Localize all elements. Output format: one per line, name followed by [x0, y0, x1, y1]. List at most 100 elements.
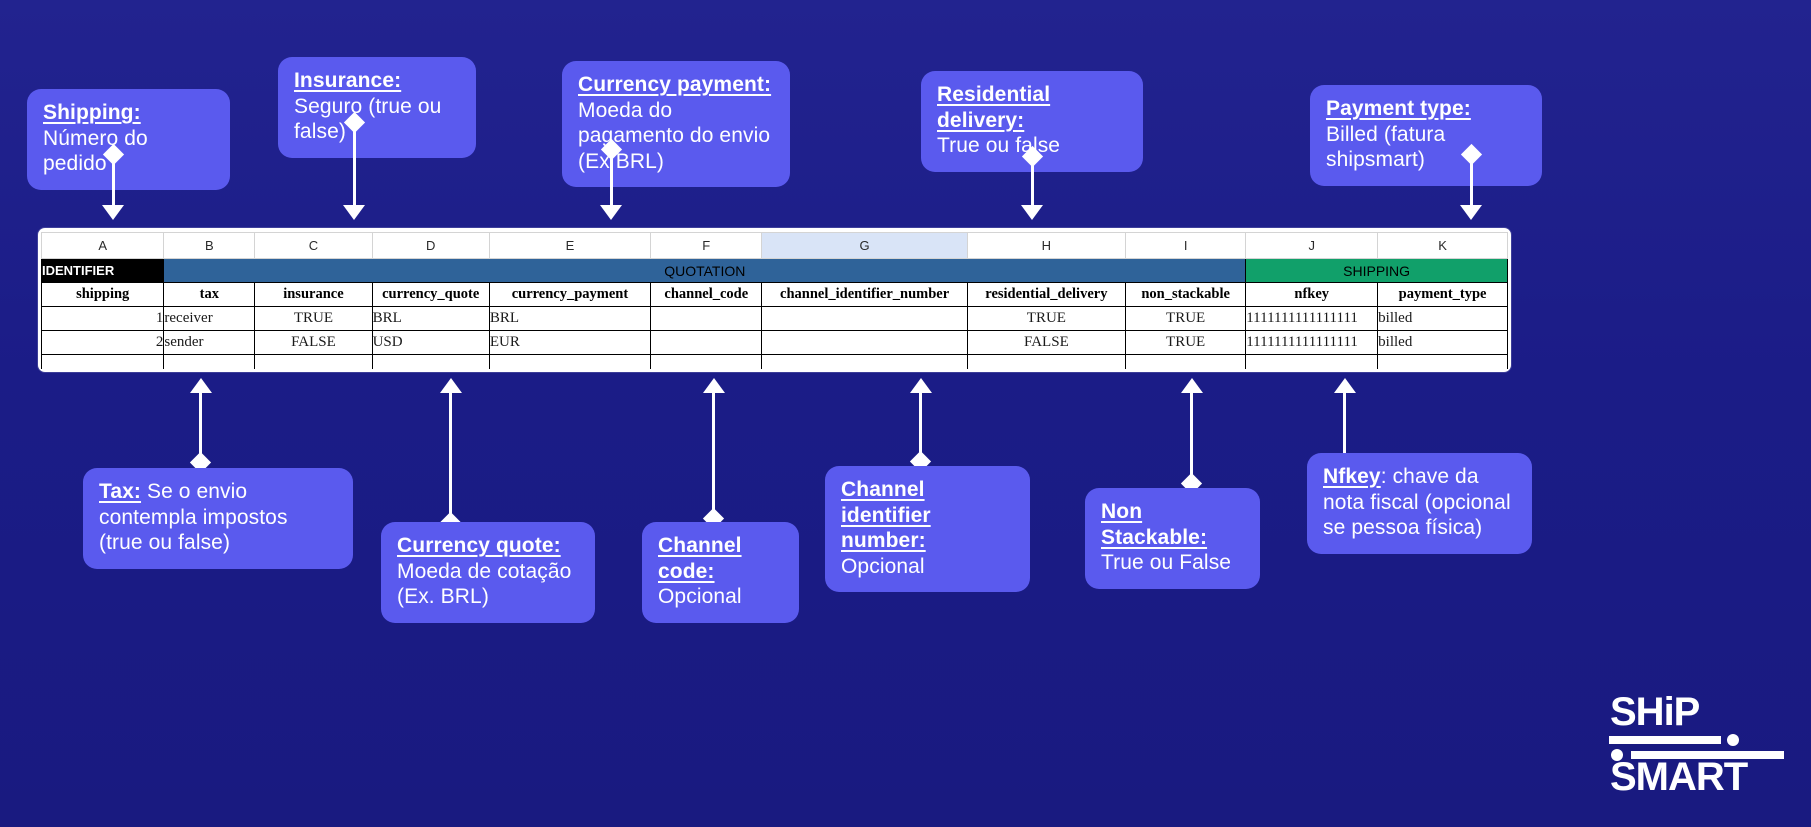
connector-arrow-shipping [102, 205, 124, 220]
column-header-h[interactable]: H [966, 232, 1127, 259]
cell-empty[interactable] [40, 354, 165, 369]
column-header-i[interactable]: I [1125, 232, 1247, 259]
column-header-f[interactable]: F [650, 232, 763, 259]
cell-r2-residential-delivery[interactable]: FALSE [966, 330, 1127, 355]
connector-arrow-channel-code [703, 378, 725, 393]
field-tax: tax [163, 282, 256, 307]
cell-r2-non-stackable[interactable]: TRUE [1125, 330, 1247, 355]
connector-arrow-residential-delivery [1021, 205, 1043, 220]
cell-r1-tax[interactable]: receiver [163, 306, 256, 331]
connector-line-tax [199, 392, 202, 466]
column-header-k[interactable]: K [1377, 232, 1508, 259]
cell-r2-insurance[interactable]: FALSE [254, 330, 373, 355]
cell-r2-payment-type[interactable]: billed [1377, 330, 1508, 355]
spreadsheet[interactable]: A B C D E F G H I J K IDENTIFIER QUOTATI… [38, 228, 1511, 372]
cell-empty[interactable] [1245, 354, 1379, 369]
callout-payment-type-label: Payment type: [1326, 97, 1471, 120]
cell-r1-nfkey[interactable]: 1111111111111111 [1245, 306, 1379, 331]
cell-r2-nfkey[interactable]: 1111111111111111 [1245, 330, 1379, 355]
callout-shipping-label: Shipping: [43, 101, 141, 124]
connector-line-nfkey [1343, 392, 1346, 468]
callout-currency-payment-label: Currency payment: [578, 73, 772, 96]
cell-r2-shipping[interactable]: 2 [40, 330, 165, 355]
column-header-a[interactable]: A [40, 232, 165, 259]
table-row[interactable]: 2 sender FALSE USD EUR FALSE TRUE 111111… [40, 330, 1508, 355]
table-row[interactable]: 1 receiver TRUE BRL BRL TRUE TRUE 111111… [40, 306, 1508, 331]
column-header-j[interactable]: J [1245, 232, 1379, 259]
connector-arrow-nfkey [1334, 378, 1356, 393]
callout-currency-payment-text: Moeda do pagamento do envio (Ex BRL) [578, 98, 771, 173]
cell-empty[interactable] [1377, 354, 1508, 369]
callout-currency-payment: Currency payment:Moeda do pagamento do e… [562, 61, 790, 188]
column-letter-row: A B C D E F G H I J K [40, 232, 1508, 259]
connector-line-channel-identifier-number [919, 392, 922, 465]
field-payment-type: payment_type [1377, 282, 1508, 307]
cell-empty[interactable] [650, 354, 763, 369]
callout-non-stackable-label: Non Stackable: [1101, 500, 1208, 549]
callout-insurance-text: Seguro (true ou false) [294, 94, 442, 144]
cell-r1-channel-identifier-number[interactable] [761, 306, 968, 331]
callout-nfkey-label: Nfkey [1323, 465, 1381, 488]
callout-shipping: Shipping: Número do pedido [27, 89, 230, 190]
field-currency-payment: currency_payment [488, 282, 652, 307]
cell-r1-payment-type[interactable]: billed [1377, 306, 1508, 331]
connector-line-payment-type [1470, 155, 1473, 207]
table-row-empty[interactable] [40, 354, 1508, 369]
cell-r1-shipping[interactable]: 1 [40, 306, 165, 331]
connector-arrow-currency-quote [440, 378, 462, 393]
field-residential-delivery: residential_delivery [966, 282, 1127, 307]
callout-currency-quote-text: Moeda de cotação (Ex. BRL) [397, 559, 572, 609]
callout-residential-delivery-label: Residential delivery: [937, 83, 1051, 132]
callout-channel-code-label: Channel code: [658, 534, 742, 583]
column-header-b[interactable]: B [163, 232, 256, 259]
column-header-g[interactable]: G [761, 232, 968, 259]
cell-r1-insurance[interactable]: TRUE [254, 306, 373, 331]
cell-r1-residential-delivery[interactable]: TRUE [966, 306, 1127, 331]
cell-empty[interactable] [163, 354, 256, 369]
cell-empty[interactable] [488, 354, 652, 369]
cell-empty[interactable] [761, 354, 968, 369]
connector-line-residential-delivery [1031, 157, 1034, 207]
column-header-c[interactable]: C [254, 232, 373, 259]
cell-r2-channel-code[interactable] [650, 330, 763, 355]
field-channel-identifier-number: channel_identifier_number [761, 282, 968, 307]
callout-insurance-label: Insurance: [294, 69, 402, 92]
cell-r1-currency-payment[interactable]: BRL [488, 306, 652, 331]
connector-line-shipping [112, 155, 115, 207]
shipsmart-logo: SHiP SMART [1609, 689, 1784, 799]
cell-r2-currency-payment[interactable]: EUR [488, 330, 652, 355]
field-name-row: shipping tax insurance currency_quote cu… [40, 282, 1508, 307]
field-currency-quote: currency_quote [371, 282, 490, 307]
band-row: IDENTIFIER QUOTATION SHIPPING [40, 258, 1508, 283]
cell-r1-channel-code[interactable] [650, 306, 763, 331]
connector-line-insurance [353, 123, 356, 207]
field-channel-code: channel_code [650, 282, 763, 307]
connector-line-channel-code [712, 392, 715, 521]
cell-r1-non-stackable[interactable]: TRUE [1125, 306, 1247, 331]
connector-line-currency-quote [449, 392, 452, 526]
callout-residential-delivery-text: True ou false [937, 134, 1061, 158]
cell-r1-currency-quote[interactable]: BRL [371, 306, 490, 331]
callout-nfkey: Nfkey: chave da nota fiscal (opcional se… [1307, 453, 1532, 554]
field-nfkey: nfkey [1245, 282, 1379, 307]
connector-arrow-non-stackable [1181, 378, 1203, 393]
callout-payment-type-text: Billed (fatura shipsmart) [1326, 122, 1446, 172]
cell-r2-currency-quote[interactable]: USD [371, 330, 490, 355]
column-header-d[interactable]: D [371, 232, 490, 259]
column-header-e[interactable]: E [488, 232, 652, 259]
svg-text:SHiP: SHiP [1610, 690, 1700, 734]
cell-r2-tax[interactable]: sender [163, 330, 256, 355]
band-quotation: QUOTATION [163, 258, 1247, 283]
field-shipping: shipping [40, 282, 165, 307]
cell-r2-channel-identifier-number[interactable] [761, 330, 968, 355]
cell-empty[interactable] [966, 354, 1127, 369]
cell-empty[interactable] [371, 354, 490, 369]
connector-line-currency-payment [610, 150, 613, 207]
cell-empty[interactable] [1125, 354, 1247, 369]
connector-line-non-stackable [1190, 392, 1193, 487]
cell-empty[interactable] [254, 354, 373, 369]
connector-arrow-channel-identifier-number [910, 378, 932, 393]
callout-currency-quote-label: Currency quote: [397, 534, 561, 557]
callout-tax-label: Tax: [99, 480, 142, 503]
